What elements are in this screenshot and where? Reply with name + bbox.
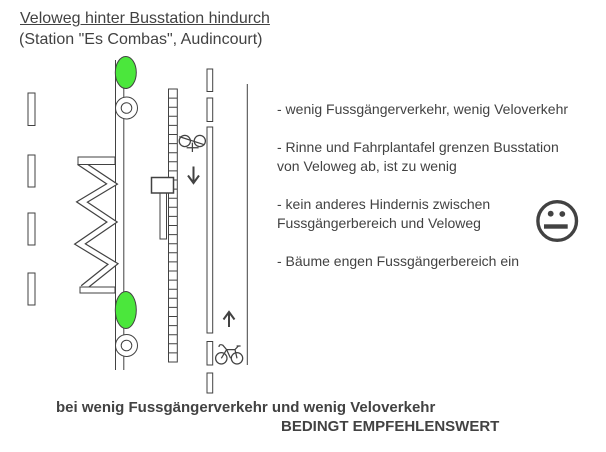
zigzag-barrier-icon — [73, 156, 120, 294]
veloweg-lane-line — [206, 68, 214, 394]
bus-station-plan-diagram — [27, 56, 248, 394]
tree-icon — [114, 291, 137, 329]
page-title: Veloweg hinter Busstation hindurch — [20, 10, 270, 27]
arrow-up-icon — [222, 310, 236, 327]
timetable-board-icon — [150, 176, 175, 240]
gutter-icon — [168, 88, 178, 363]
annotation-list: - wenig Fussgängerverkehr, wenig Velover… — [277, 100, 597, 290]
page-subtitle: (Station "Es Combas", Audincourt) — [19, 31, 263, 48]
annotation-line: - Rinne und Fahrplantafel grenzen Bussta… — [277, 139, 559, 155]
arrow-down-icon — [187, 166, 200, 185]
pole-icon — [115, 96, 138, 120]
annotation-item: - Rinne und Fahrplantafel grenzen Bussta… — [277, 138, 597, 176]
annotation-line: Fussgängerbereich und Veloweg — [277, 215, 481, 231]
neutral-face-icon — [536, 200, 579, 242]
annotation-line: von Veloweg ab, ist zu wenig — [277, 158, 457, 174]
annotation-item: - kein anderes Hindernis zwischen Fussgä… — [277, 195, 597, 233]
annotation-line: - kein anderes Hindernis zwischen — [277, 196, 491, 212]
pole-icon — [115, 334, 138, 357]
road-centerline-dashes — [27, 92, 36, 306]
verdict-rating: BEDINGT EMPFEHLENSWERT — [281, 418, 500, 435]
tree-icon — [114, 56, 137, 89]
bicycle-icon — [214, 344, 244, 365]
verdict-condition: bei wenig Fussgängerverkehr und wenig Ve… — [56, 399, 436, 416]
annotation-line: - Bäume engen Fussgängerbereich ein — [277, 253, 520, 269]
annotation-item: - Bäume engen Fussgängerbereich ein — [277, 252, 597, 271]
annotation-item: - wenig Fussgängerverkehr, wenig Velover… — [277, 100, 597, 119]
bicycle-icon — [178, 134, 207, 152]
annotation-line: - wenig Fussgängerverkehr, wenig Velover… — [277, 101, 569, 117]
